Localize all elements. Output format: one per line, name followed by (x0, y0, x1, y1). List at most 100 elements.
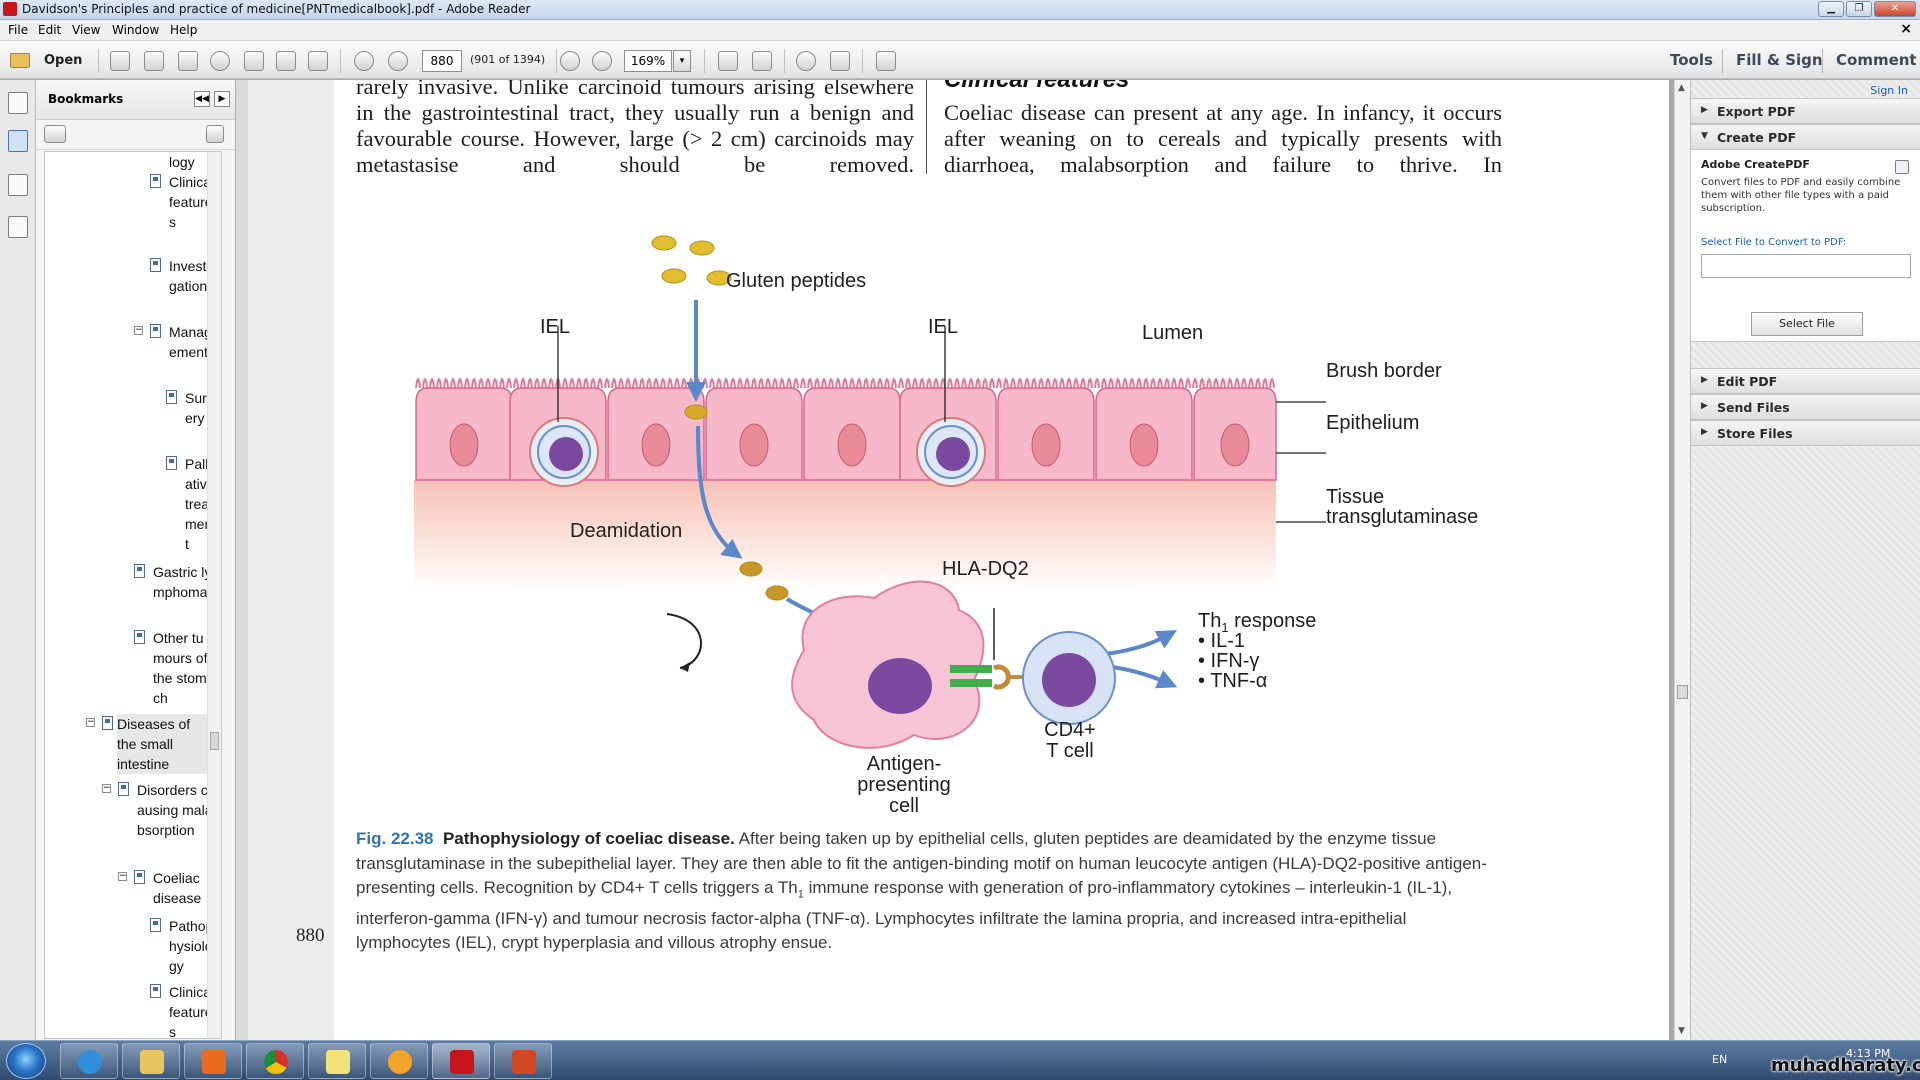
save-icon[interactable] (244, 51, 264, 71)
label-iel: IEL (928, 316, 959, 338)
clock[interactable]: 4:13 PM (1846, 1047, 1891, 1060)
edit-pdf-section[interactable]: ▶ Edit PDF (1691, 368, 1920, 394)
next-panel-icon[interactable]: ▶ (214, 91, 230, 107)
fill-sign-tab[interactable]: Fill & Sign (1736, 51, 1823, 69)
layers-icon[interactable] (8, 216, 28, 238)
zoom-level-input[interactable]: 169% (624, 50, 672, 72)
menu-help[interactable]: Help (170, 23, 198, 37)
comment-tab[interactable]: Comment (1836, 51, 1917, 69)
bookmarks-icon[interactable] (8, 130, 28, 152)
options-menu-icon[interactable] (44, 125, 66, 143)
bookmark-item[interactable]: Management (169, 324, 212, 360)
close-window-button[interactable]: ✕ (1874, 1, 1916, 17)
send-files-label: Send Files (1717, 400, 1790, 415)
scrollbar-thumb[interactable] (210, 732, 219, 750)
bookmark-item[interactable]: Investigations (169, 258, 215, 294)
file-to-convert-field[interactable] (1701, 254, 1911, 278)
page-thumbnails-icon[interactable] (8, 92, 28, 114)
bookmarks-scrollbar[interactable] (207, 152, 221, 1038)
scroll-up-icon[interactable]: ▲ (1678, 83, 1685, 93)
select-file-button[interactable]: Select File (1751, 312, 1863, 336)
bookmark-item[interactable]: Pathophysiology (169, 918, 214, 974)
maximize-button[interactable]: ❐ (1846, 1, 1872, 17)
menu-edit[interactable]: Edit (38, 23, 62, 37)
collapse-toggle-icon[interactable]: − (118, 871, 127, 881)
print-icon[interactable] (276, 51, 296, 71)
label-epithelium: Epithelium (1326, 412, 1420, 434)
window-title: Davidson's Principles and practice of me… (22, 2, 531, 16)
document-scrollbar[interactable]: ▲ ▼ (1674, 80, 1690, 1040)
taskbar-powerpoint[interactable] (494, 1043, 552, 1079)
caption-subscript: 1 (797, 888, 804, 901)
close-document-icon[interactable]: × (1900, 21, 1912, 37)
create-pdf-icon[interactable] (110, 51, 130, 71)
bookmark-item-selected[interactable]: Diseases of the small intestine (117, 714, 207, 774)
fit-page-icon[interactable] (752, 51, 772, 71)
taskbar-file-explorer[interactable] (122, 1043, 180, 1079)
fit-width-icon[interactable] (718, 51, 738, 71)
scrollbar-thumb[interactable] (1677, 685, 1688, 699)
new-bookmark-icon[interactable] (206, 125, 224, 143)
bookmark-item[interactable]: Coeliac disease (153, 870, 202, 906)
bookmark-item[interactable]: Disorders causing malabsorption (137, 782, 213, 838)
tools-tab[interactable]: Tools (1670, 51, 1713, 69)
bookmarks-toolbar (36, 120, 235, 150)
menu-file[interactable]: File (8, 23, 29, 37)
export-pdf-section[interactable]: ▶ Export PDF (1691, 98, 1920, 124)
create-pdf-section[interactable]: ▼ Create PDF (1691, 124, 1920, 150)
label-deamidation: Deamidation (570, 520, 683, 542)
caption-text-continued: immune response with generation of pro-i… (356, 878, 1453, 953)
label-il1: • IL-1 (1198, 630, 1246, 652)
cd4-line1: CD4+ (1044, 719, 1096, 741)
expand-icon[interactable] (876, 51, 896, 71)
taskbar-notes[interactable] (308, 1043, 366, 1079)
menu-view[interactable]: View (72, 23, 101, 37)
collapse-toggle-icon[interactable]: − (134, 325, 143, 335)
bookmark-item[interactable]: Clinical features (169, 984, 215, 1039)
language-indicator[interactable]: EN (1712, 1053, 1728, 1066)
taskbar-media-player[interactable] (184, 1043, 242, 1079)
cloud-upload-icon[interactable] (210, 51, 230, 71)
send-files-section[interactable]: ▶ Send Files (1691, 394, 1920, 420)
page-number-input[interactable]: 880 (422, 50, 462, 72)
start-button[interactable] (6, 1043, 46, 1079)
label-tnf-alpha: • TNF-α (1198, 670, 1268, 692)
bookmark-item[interactable]: logy (169, 154, 195, 170)
taskbar: EN 4:13 PM (0, 1040, 1920, 1080)
edit-icon[interactable] (178, 51, 198, 71)
store-files-section[interactable]: ▶ Store Files (1691, 420, 1920, 446)
next-page-icon[interactable] (388, 51, 408, 71)
menu-window[interactable]: Window (112, 23, 160, 37)
notes-icon (326, 1050, 350, 1074)
previous-page-icon[interactable] (354, 51, 374, 71)
zoom-dropdown-icon[interactable]: ▾ (673, 50, 691, 72)
taskbar-app[interactable] (370, 1043, 428, 1079)
bookmark-item[interactable]: Other tumours of the stomach (153, 630, 215, 706)
open-label: Open (44, 53, 83, 68)
bookmark-page-icon (134, 564, 145, 578)
title-bar: Davidson's Principles and practice of me… (0, 0, 1920, 20)
collapse-toggle-icon[interactable]: − (102, 783, 111, 793)
create-pdf-body: Adobe CreatePDF Convert files to PDF and… (1691, 150, 1920, 298)
highlight-icon[interactable] (830, 51, 850, 71)
bookmark-item[interactable]: Gastric lymphoma (153, 564, 212, 600)
taskbar-chrome[interactable] (246, 1043, 304, 1079)
email-icon[interactable] (308, 51, 328, 71)
bookmarks-header: Bookmarks ◀◀ ▶ (36, 80, 235, 120)
taskbar-internet-explorer[interactable] (60, 1043, 118, 1079)
minimize-button[interactable]: ▁ (1818, 1, 1844, 17)
taskbar-adobe-reader[interactable] (432, 1043, 490, 1079)
zoom-out-icon[interactable] (560, 51, 580, 71)
collapse-toggle-icon[interactable]: − (86, 717, 95, 727)
combine-files-icon[interactable] (144, 51, 164, 71)
collapse-panel-icon[interactable]: ◀◀ (194, 91, 210, 107)
scroll-down-icon[interactable]: ▼ (1678, 1026, 1685, 1036)
comment-icon[interactable] (796, 51, 816, 71)
panel-splitter[interactable] (236, 80, 248, 1040)
zoom-in-icon[interactable] (592, 51, 612, 71)
bookmark-item[interactable]: Clinical features (169, 174, 215, 230)
store-files-label: Store Files (1717, 426, 1793, 441)
attachments-icon[interactable] (8, 174, 28, 196)
sign-in-link[interactable]: Sign In (1870, 84, 1908, 97)
createpdf-settings-icon[interactable] (1895, 160, 1909, 174)
